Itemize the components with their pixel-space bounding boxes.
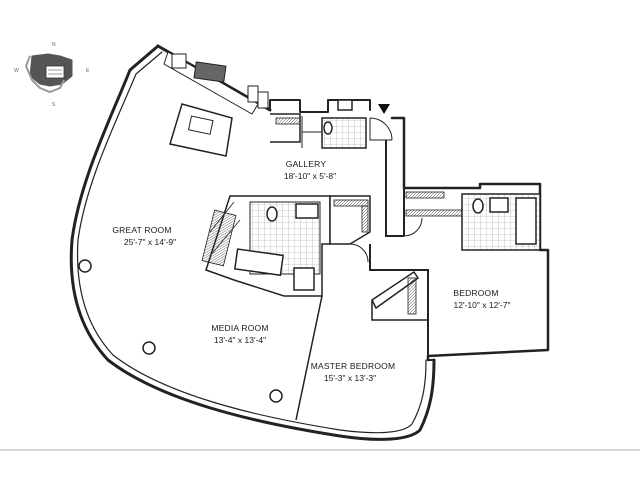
powder-sink-icon (337, 99, 353, 111)
room-dims-great-room: 25'-7" x 14'-9" (124, 237, 176, 247)
island-sink-icon (187, 115, 214, 135)
refrigerator-icon (171, 53, 187, 69)
room-name-great-room: GREAT ROOM (112, 225, 171, 235)
master-closet (329, 195, 371, 245)
compass-s: S (52, 102, 56, 108)
room-name-master-bedroom: MASTER BEDROOM (311, 361, 396, 371)
room-name-bedroom: BEDROOM (453, 288, 498, 298)
interior-walls (295, 140, 429, 421)
room-name-gallery: GALLERY (286, 159, 327, 169)
master-bath (201, 195, 331, 297)
master-toilet-icon (266, 206, 278, 222)
bathtub-icon (233, 248, 285, 277)
compass-key-plan: N E S W (14, 42, 90, 108)
gallery-closet (275, 117, 301, 125)
key-plan-unit-highlight (45, 65, 65, 79)
bedroom-closet-top (405, 191, 445, 199)
room-dims-media-room: 13'-4" x 13'-4" (214, 335, 266, 345)
column (78, 259, 92, 273)
second-bath (405, 191, 541, 251)
column (142, 341, 156, 355)
structural-columns (78, 259, 283, 403)
bedroom-closet-side (405, 209, 463, 217)
compass-e: E (86, 68, 90, 74)
cooktop-icon (193, 61, 227, 83)
powder-toilet-icon (323, 121, 333, 135)
column (269, 389, 283, 403)
curved-exterior-wall (69, 44, 436, 441)
room-dims-master-bedroom: 15'-3" x 13'-3" (324, 373, 376, 383)
second-toilet-icon (472, 198, 484, 214)
second-bathtub-icon (515, 197, 537, 245)
room-name-media-room: MEDIA ROOM (211, 323, 268, 333)
sink-icon (247, 85, 259, 103)
room-labels: GALLERY 18'-10" x 5'-8" GREAT ROOM 25'-7… (112, 159, 510, 383)
gallery-services (270, 99, 393, 149)
room-dims-gallery: 18'-10" x 5'-8" (284, 171, 336, 181)
shower-icon (293, 267, 315, 291)
master-vanity-icon (295, 203, 319, 219)
compass-n: N (52, 42, 56, 48)
second-vanity-icon (489, 197, 509, 213)
room-dims-bedroom: 12'-10" x 12'-7" (453, 300, 510, 310)
master-bedroom-closet (371, 270, 428, 321)
entry-door (369, 117, 393, 141)
compass-w: W (14, 68, 19, 74)
master-bath-linen-closet (201, 209, 237, 267)
dishwasher-icon (257, 91, 269, 109)
entry-arrow-icon (378, 104, 390, 114)
kitchen (163, 51, 269, 157)
